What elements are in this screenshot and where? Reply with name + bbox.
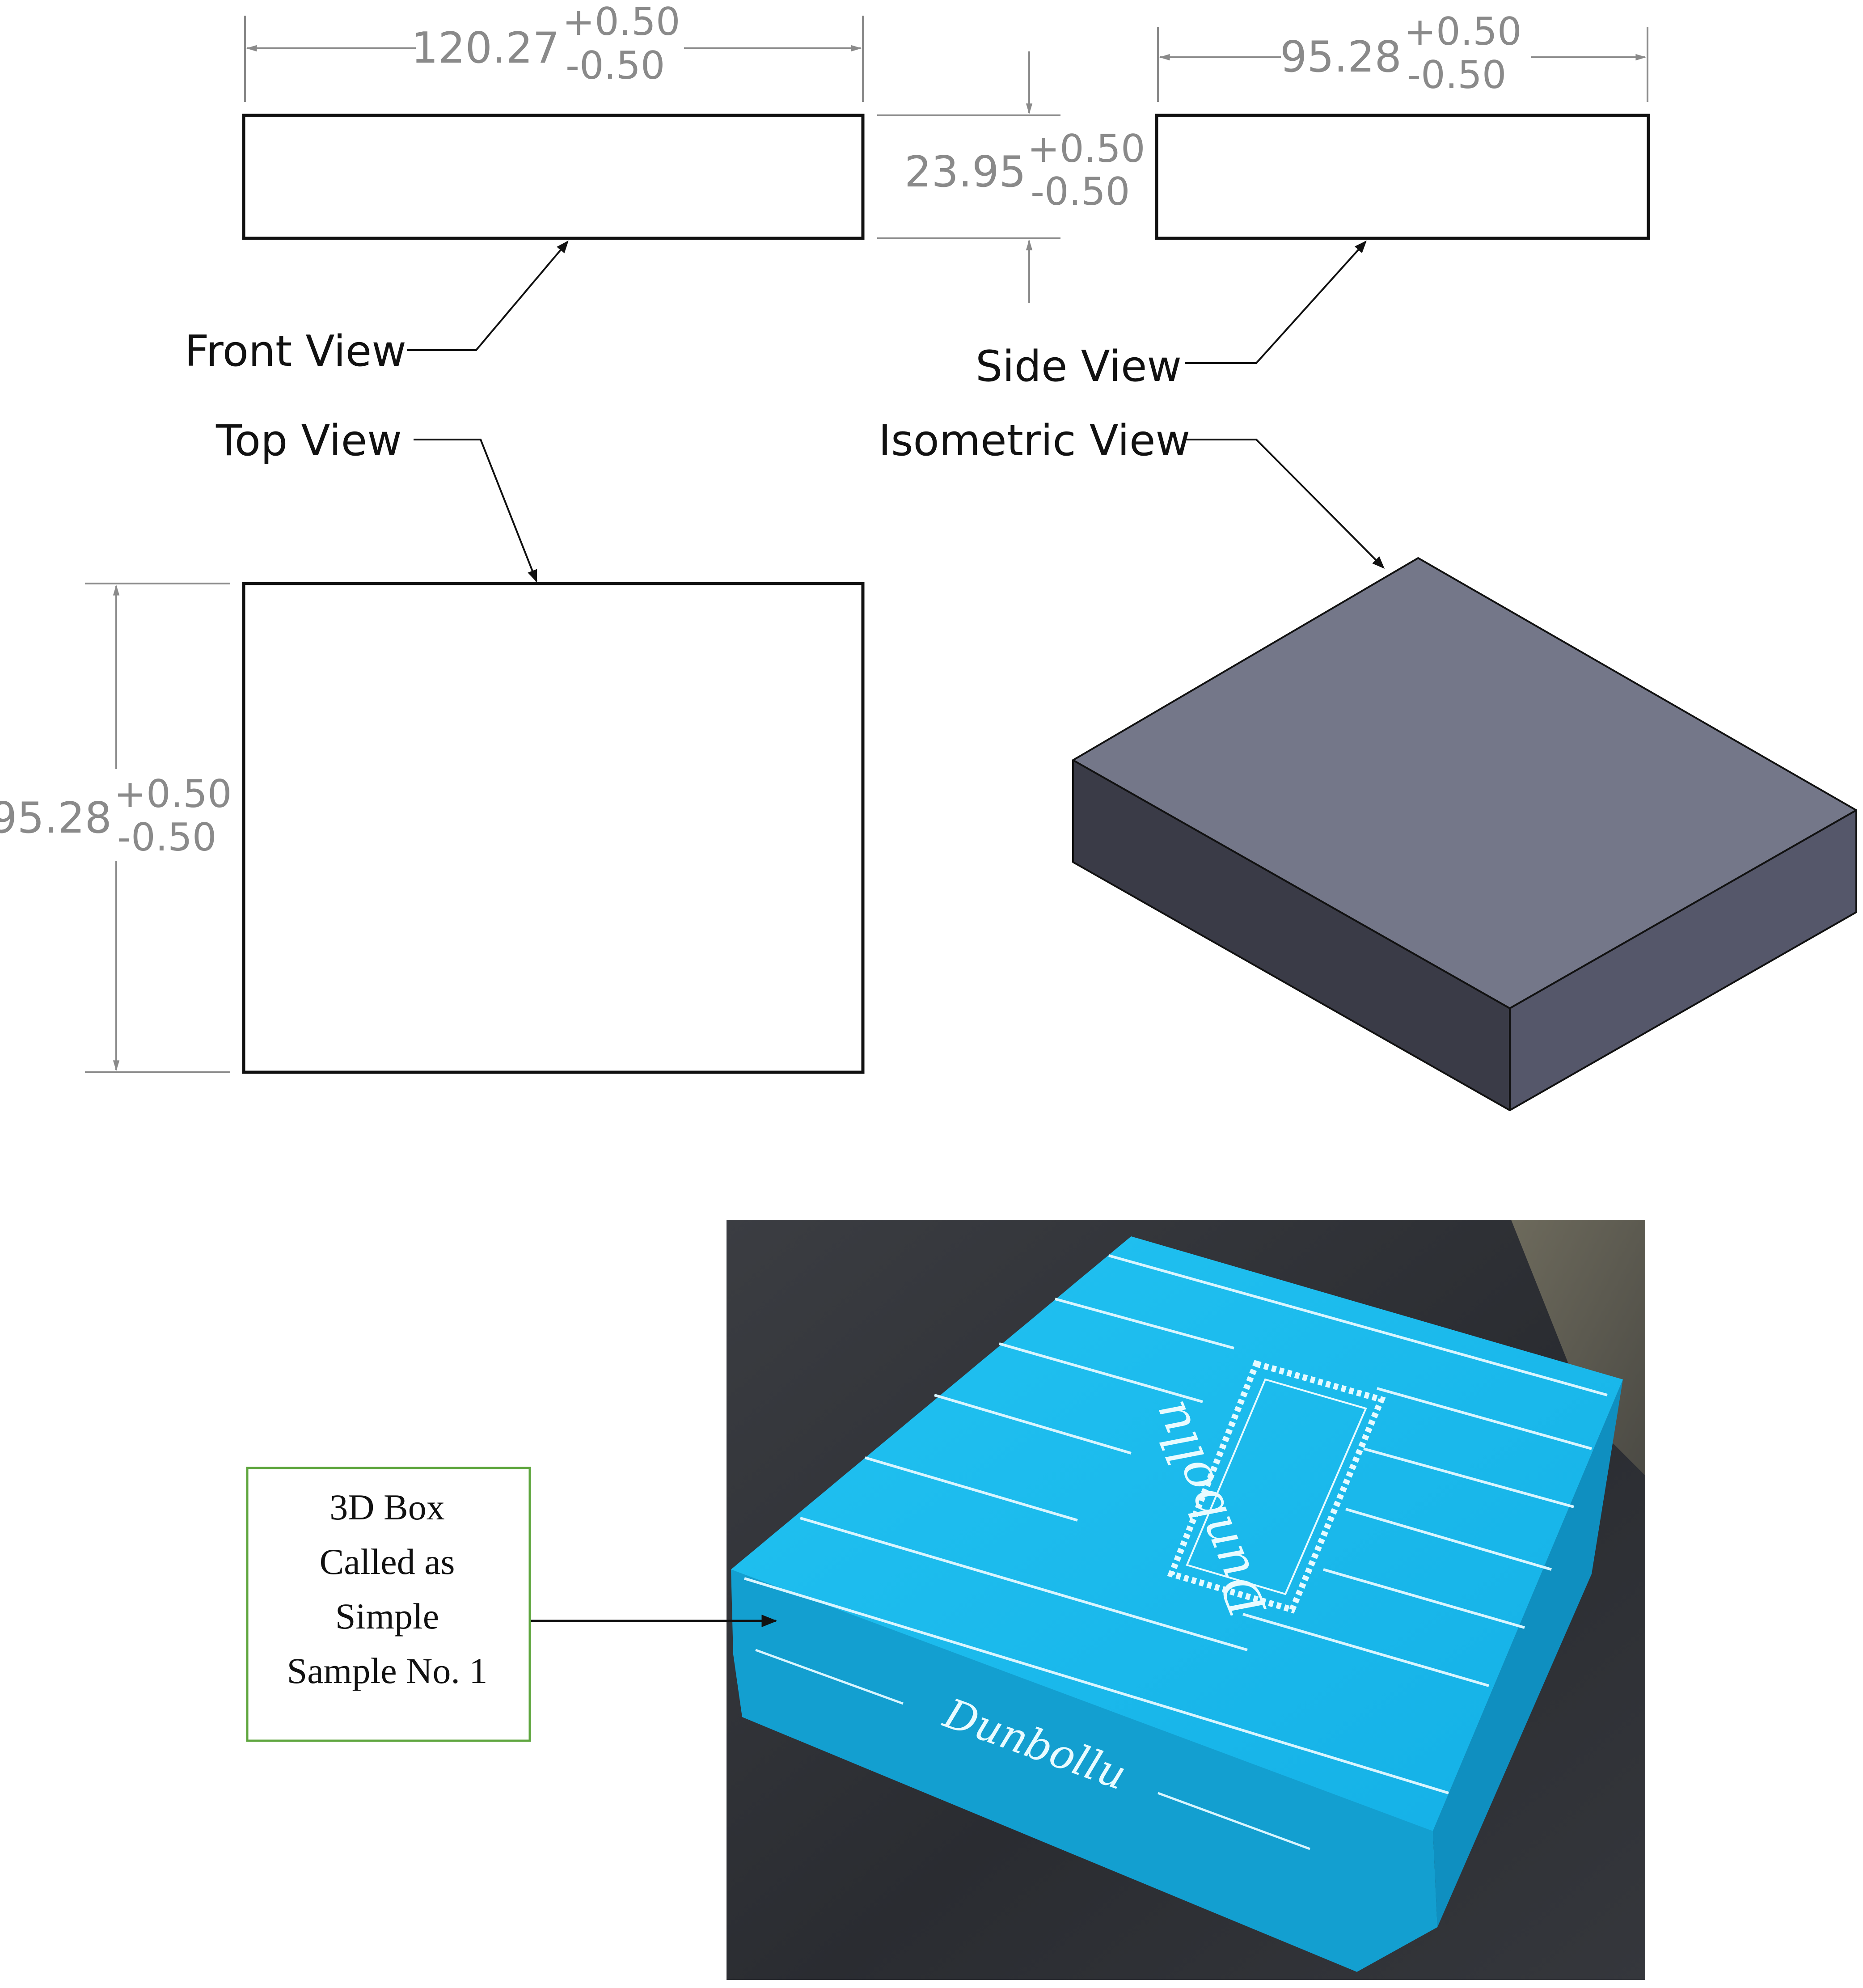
leader-line [1185,240,1367,364]
leader-line [407,240,569,351]
tolerance-minus: -0.50 [117,815,217,860]
leader-line [1186,439,1385,569]
length-dimension: 120.27 +0.50 -0.50 [244,0,864,102]
box-right-face [1433,1379,1623,1927]
tolerance-plus: +0.50 [1404,9,1522,54]
tolerance-plus: +0.50 [114,772,232,816]
box-front-stripes [755,1649,1310,1850]
leader-line [414,439,537,583]
side-view [1155,114,1650,240]
box-top-stripes [744,1254,1608,1794]
side-view-label-group: Side View [976,240,1367,391]
box-top-face [731,1236,1623,1831]
top-view [242,582,865,1074]
dimension-value: 23.95 [904,148,1026,197]
top-view-label: Top View [215,416,402,465]
side-view-label: Side View [976,342,1182,391]
height-dimension: 23.95 +0.50 -0.50 [877,51,1145,303]
top-view-label-group: Top View [215,416,537,583]
isometric-view [1072,557,1857,1111]
callout-line-1: 3D Box [330,1487,444,1527]
top-view-outline [242,582,865,1074]
top-width-dimension: 95.28 +0.50 -0.50 [0,583,232,1073]
sample-box-photo: Dunbollu Dunbollu [727,1220,1645,1980]
sample-callout: 3D Box Called as Simple Sample No. 1 [246,1467,777,1742]
tolerance-minus: -0.50 [566,43,665,88]
tolerance-minus: -0.50 [1407,53,1507,97]
dimension-value: 120.27 [411,24,560,73]
logo-frame-inner [1186,1378,1367,1595]
front-view-label: Front View [185,327,406,376]
dimension-value: 95.28 [1280,33,1402,82]
callout-line-2: Called as [320,1541,455,1582]
callout-box [246,1467,531,1742]
tolerance-plus: +0.50 [1027,127,1145,171]
tolerance-plus: +0.50 [562,0,680,44]
front-view-outline [242,114,865,240]
box-front-face [731,1569,1437,1972]
logo-frame-outer [1167,1360,1386,1614]
front-view-label-group: Front View [185,240,569,376]
callout-line-4: Sample No. 1 [287,1650,488,1691]
front-view [242,114,865,240]
tolerance-minus: -0.50 [1031,169,1130,214]
callout-line-3: Simple [335,1596,439,1637]
side-view-outline [1155,114,1650,240]
side-width-dimension: 95.28 +0.50 -0.50 [1157,9,1648,102]
dimension-value: 95.28 [0,794,112,843]
iso-right-face [1509,809,1857,1111]
isometric-view-label: Isometric View [879,416,1190,465]
isometric-view-label-group: Isometric View [879,416,1385,569]
